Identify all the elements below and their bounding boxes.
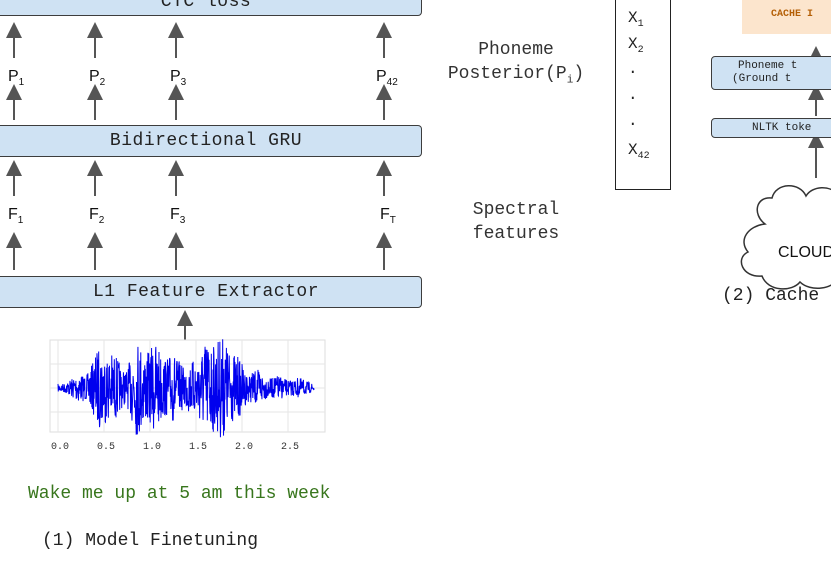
posterior-label-1: P1 bbox=[8, 68, 25, 89]
ctc-loss-box: CTC loss bbox=[0, 0, 422, 16]
wave-tick-2: 1.0 bbox=[143, 442, 162, 453]
nltk-tokenizer-box: NLTK toke bbox=[711, 118, 831, 138]
feature-label-1: F1 bbox=[8, 206, 24, 227]
cache-label: CACHE I bbox=[770, 8, 813, 20]
feature-label-2: F2 bbox=[89, 206, 105, 227]
cloud-label: CLOUD bbox=[778, 244, 831, 261]
model-finetuning-caption: (1) Model Finetuning bbox=[42, 531, 259, 551]
ctc-loss-label: CTC loss bbox=[160, 0, 252, 12]
waveform-signal bbox=[57, 339, 315, 438]
vector-dot-3: · bbox=[628, 115, 638, 133]
extractor-label: L1 Feature Extractor bbox=[92, 282, 320, 302]
feature-extractor-box: L1 Feature Extractor bbox=[0, 276, 422, 308]
posterior-vector-box: X1 X2 · · · X42 bbox=[615, 0, 671, 190]
phoneme-transcription-box: Phoneme t (Ground t bbox=[711, 56, 831, 90]
vector-item-42: X42 bbox=[628, 141, 650, 163]
feature-label-t: FT bbox=[380, 206, 396, 227]
gru-label: Bidirectional GRU bbox=[109, 131, 303, 151]
wave-tick-1: 0.5 bbox=[97, 442, 116, 453]
spectral-features-label: Spectral features bbox=[472, 200, 560, 244]
wave-tick-5: 2.5 bbox=[281, 442, 300, 453]
wave-tick-3: 1.5 bbox=[189, 442, 208, 453]
bidirectional-gru-box: Bidirectional GRU bbox=[0, 125, 422, 157]
posterior-label-3: P3 bbox=[170, 68, 187, 89]
cache-caption: (2) Cache bbox=[722, 286, 820, 306]
phoneme-box-line2: (Ground t bbox=[732, 73, 792, 85]
phoneme-posterior-label: Phoneme Posterior(Pi) bbox=[447, 40, 585, 87]
phoneme-box-line1: Phoneme t bbox=[738, 60, 798, 72]
feature-label-3: F3 bbox=[170, 206, 186, 227]
utterance-text: Wake me up at 5 am this week bbox=[28, 484, 331, 504]
waveform-plot bbox=[49, 339, 326, 438]
nltk-label: NLTK toke bbox=[752, 122, 812, 134]
vector-item-2: X2 bbox=[628, 35, 644, 57]
vector-item-1: X1 bbox=[628, 9, 644, 31]
wave-tick-4: 2.0 bbox=[235, 442, 254, 453]
vector-dot-1: · bbox=[628, 63, 638, 81]
posterior-label-42: P42 bbox=[376, 68, 398, 89]
cache-box: CACHE I bbox=[742, 0, 831, 34]
vector-dot-2: · bbox=[628, 89, 638, 107]
wave-tick-0: 0.0 bbox=[51, 442, 70, 453]
posterior-label-2: P2 bbox=[89, 68, 106, 89]
